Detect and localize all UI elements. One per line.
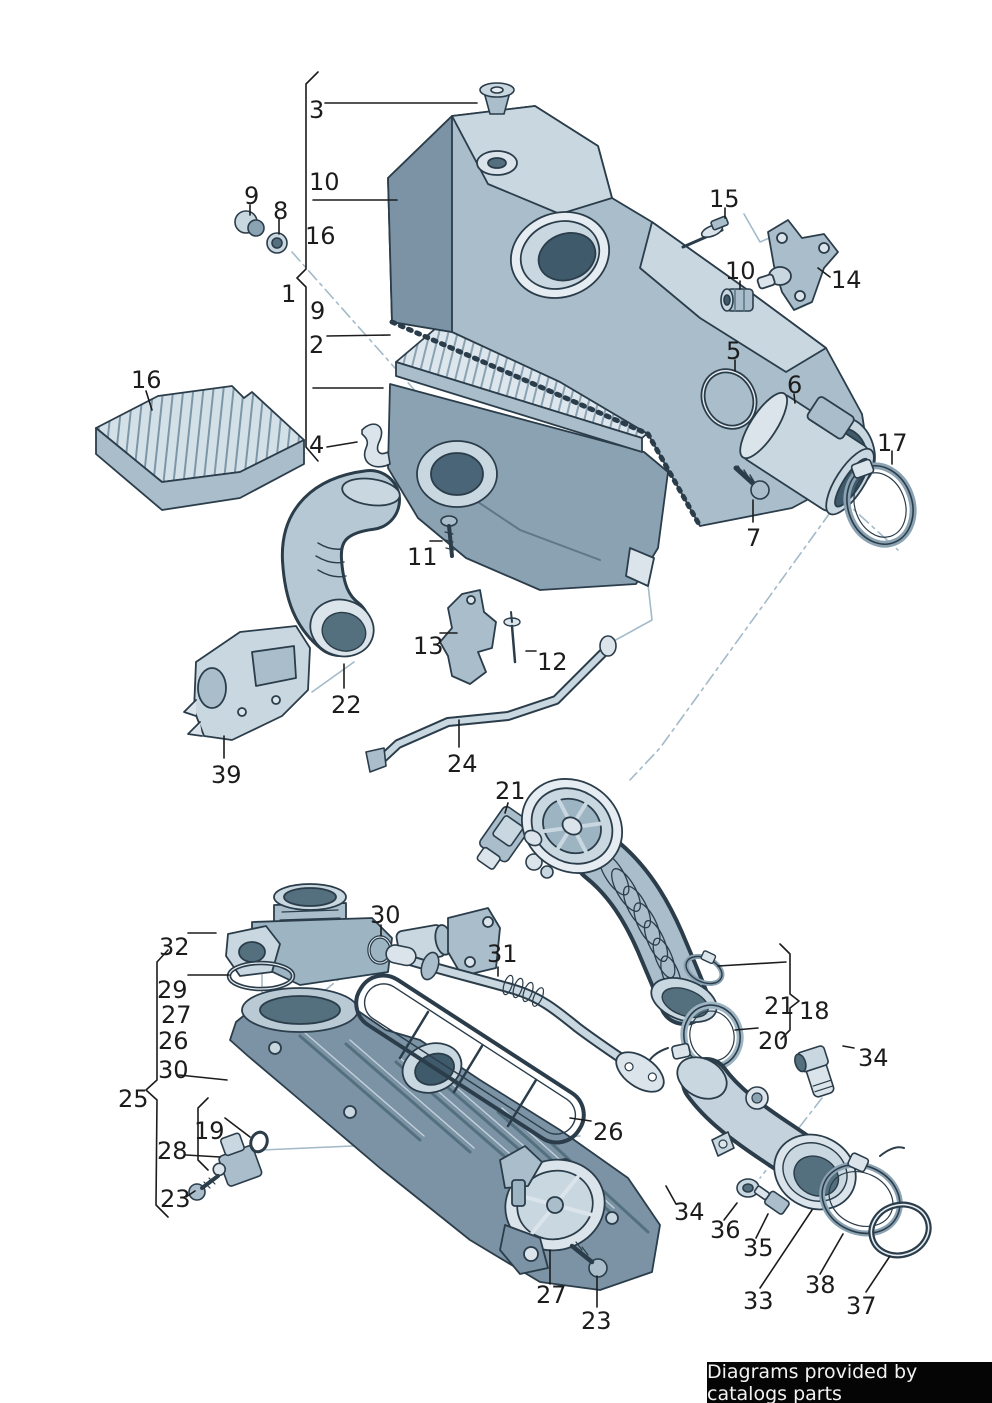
watermark-text: Diagrams provided by catalogs parts: [707, 1360, 918, 1403]
part-drawing-screw-7: [733, 465, 770, 500]
part-drawing-sensor-28: [212, 1132, 263, 1187]
part-drawing-intake-snorkel-39: [183, 625, 311, 741]
group-bracket-25: [145, 949, 169, 1218]
part-drawing-hose-clamp-38: [819, 1146, 905, 1237]
part-drawing-rivet-12: [503, 611, 521, 664]
part-drawing-valve-27: [499, 1145, 606, 1275]
part-drawing-egr-pipe-31: [385, 944, 665, 1093]
group-bracket-1: [296, 71, 319, 462]
part-drawing-plug-9: [234, 210, 265, 237]
part-drawing-air-duct-33: [676, 1056, 857, 1211]
part-drawing-bracket-14: [756, 219, 839, 311]
part-drawing-screw-23b: [569, 1241, 608, 1278]
watermark-bar: Diagrams provided by catalogs parts: [707, 1360, 992, 1403]
part-drawing-gasket-26: [354, 973, 586, 1145]
part-drawing-bracket-13: [439, 589, 497, 685]
part-drawing-sensor-21: [476, 805, 554, 879]
group-bracket-19: [197, 1097, 209, 1171]
part-drawing-bolt-35: [753, 1185, 790, 1215]
part-drawing-intake-manifold-25: [229, 987, 661, 1291]
part-drawing-rubber-mount-3: [479, 82, 515, 115]
part-drawing-lower-housing: [387, 383, 669, 591]
part-drawing-oring-5: [700, 368, 758, 430]
part-drawing-elbow-duct-22: [280, 469, 401, 658]
part-drawing-screw-23a: [188, 1174, 220, 1201]
callout-leader-lines: [145, 71, 893, 1308]
part-drawing-oring-37: [868, 1201, 932, 1259]
part-drawing-filter-element-16: [95, 385, 305, 511]
part-drawing-t-fitting-34: [794, 1045, 835, 1098]
part-drawing-grommet-8: [266, 232, 288, 254]
part-drawing-grommet-36: [736, 1178, 760, 1198]
part-drawing-intake-hose: [520, 778, 725, 1026]
part-drawing-clamp-21: [683, 950, 725, 987]
part-drawing-screw-11: [440, 515, 458, 558]
part-drawing-grommet-10: [720, 288, 754, 312]
part-drawing-hose-clamp-17: [843, 458, 917, 548]
part-drawing-vent-pipe-24: [365, 635, 617, 773]
part-drawing-rivet-15: [681, 215, 729, 249]
part-drawing-oring-19: [249, 1130, 269, 1154]
group-bracket-18: [779, 943, 800, 1040]
part-drawing-oring-29: [226, 960, 296, 992]
